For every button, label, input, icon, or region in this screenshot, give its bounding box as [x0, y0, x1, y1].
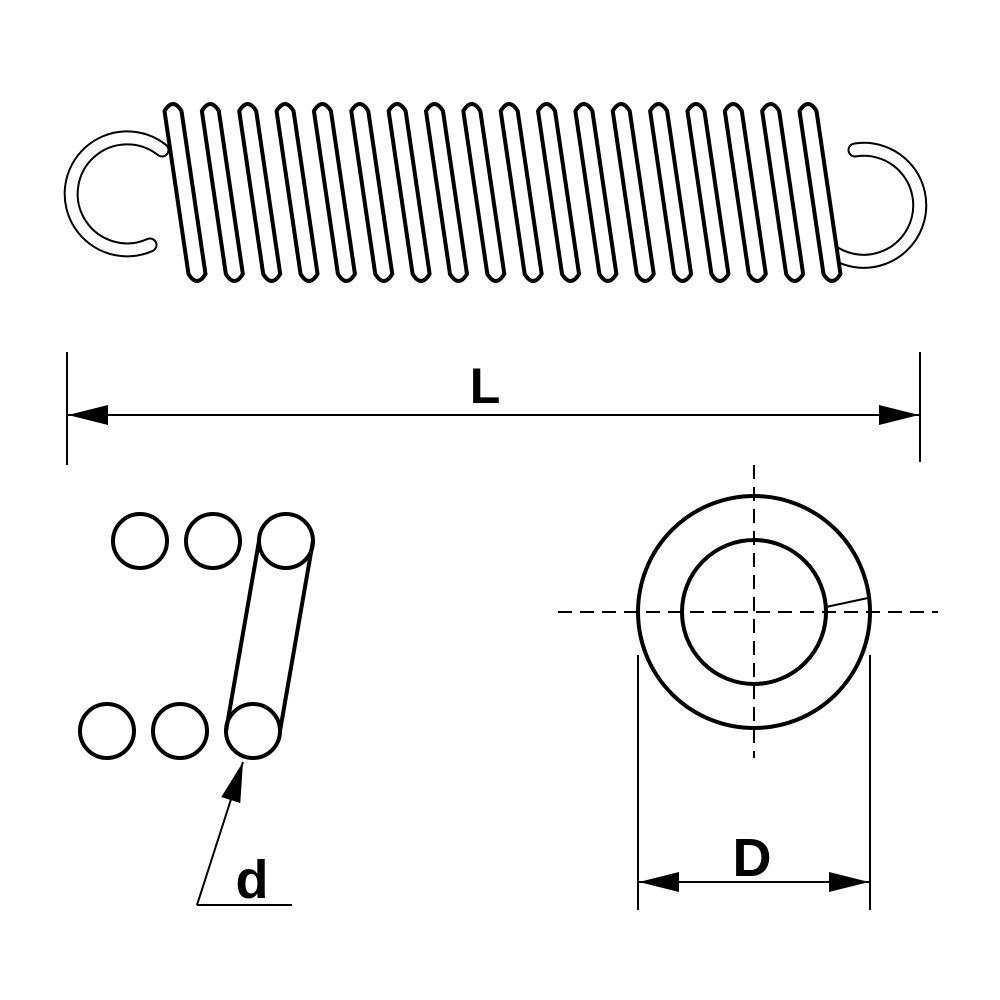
outer-diameter-dimension: D [637, 655, 871, 910]
wire-diameter-callout: d [196, 761, 292, 910]
wire-circle-top-1 [111, 512, 169, 570]
spring-side-view [63, 102, 928, 283]
spring-coil [610, 102, 656, 283]
spring-coil [760, 102, 806, 283]
spring-coil [722, 102, 768, 283]
spring-coil [573, 102, 619, 283]
spring-coil [237, 102, 283, 283]
wire-circle-bottom-1 [78, 702, 136, 760]
spring-coil [498, 102, 544, 283]
wire-diameter-label: d [236, 850, 269, 910]
spring-coil [797, 102, 843, 283]
spring-end-view [558, 465, 938, 758]
wire-circle-bottom-3 [224, 702, 282, 760]
wire-circle-bottom-2 [151, 702, 209, 760]
spring-coil [685, 102, 731, 283]
spring-coil [349, 102, 395, 283]
spring-coil [536, 102, 582, 283]
length-label: L [470, 358, 501, 414]
wire-connector-right [278, 540, 315, 732]
spring-coil [648, 102, 694, 283]
wire-section-view [78, 512, 315, 760]
length-dimension: L [66, 352, 921, 465]
wire-connector-left [224, 540, 261, 732]
spring-coil [199, 102, 245, 283]
wire-circle-top-3 [257, 512, 315, 570]
spring-coil [461, 102, 507, 283]
radius-tick [825, 597, 869, 608]
spring-coil [386, 102, 432, 283]
spring-coil [162, 102, 208, 283]
right-hook-inner [824, 143, 926, 267]
spring-coil [274, 102, 320, 283]
spring-coil [311, 102, 357, 283]
left-hook-inner [65, 132, 168, 256]
wire-circle-top-2 [184, 512, 242, 570]
outer-diameter-label: D [733, 828, 772, 888]
spring-coils [162, 102, 843, 283]
spring-coil [423, 102, 469, 283]
wire-leader-line [196, 761, 244, 906]
